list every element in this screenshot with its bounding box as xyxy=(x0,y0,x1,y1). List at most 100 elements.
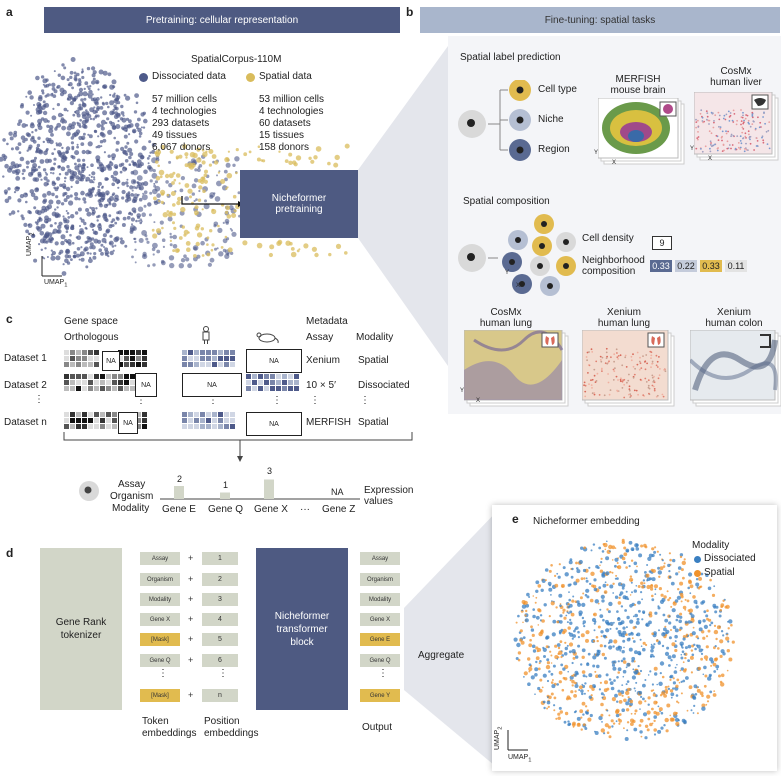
dissociated-point xyxy=(657,641,661,645)
dissociated-point xyxy=(614,595,619,599)
dissociated-point xyxy=(62,194,65,197)
dissociated-point xyxy=(128,163,132,166)
dissociated-point xyxy=(104,252,109,257)
matrix-cell-orthologous xyxy=(142,412,147,417)
dissociated-point xyxy=(120,162,125,166)
spatial-point xyxy=(519,638,523,642)
liver-cell-point xyxy=(732,134,735,137)
dissociated-point xyxy=(570,575,574,579)
spatial-point xyxy=(579,596,583,600)
matrix-cell-orthologous xyxy=(112,386,117,391)
dissociated-point xyxy=(110,174,114,179)
liver-cell-point xyxy=(717,111,720,114)
dissociated-point xyxy=(647,674,650,676)
dissociated-point xyxy=(25,160,30,165)
dissociated-point xyxy=(129,152,134,156)
dissociated-point xyxy=(30,172,34,176)
dissociated-point xyxy=(635,585,638,587)
dissociated-point xyxy=(69,75,73,80)
liver-cell-point xyxy=(709,150,712,153)
dissociated-point xyxy=(51,231,55,235)
dissociated-point xyxy=(594,620,597,623)
dissociated-point xyxy=(680,656,684,660)
matrix-cell-orthologous xyxy=(94,350,99,355)
dissociated-stat-tech: 4 technologies xyxy=(152,106,217,117)
spatial-point xyxy=(651,707,654,711)
liver-cell-point xyxy=(745,142,747,145)
dissociated-point xyxy=(45,137,50,142)
spatial-point xyxy=(313,155,318,160)
liver-cell-point xyxy=(768,147,771,150)
matrix-cell-human xyxy=(182,362,187,367)
spatial-point xyxy=(705,635,709,638)
dissociated-point xyxy=(601,696,604,699)
spatial-point xyxy=(646,710,651,715)
dissociated-point xyxy=(698,621,702,625)
matrix-cell-orthologous xyxy=(76,412,81,417)
dissociated-point xyxy=(701,706,706,711)
spatial-point xyxy=(584,705,588,708)
spatial-point xyxy=(638,724,642,727)
dissociated-point xyxy=(635,547,640,551)
dissociated-point xyxy=(617,689,621,693)
lung-cell-point xyxy=(656,360,659,363)
spatial-point xyxy=(224,235,228,239)
token-emb-line2: embeddings xyxy=(142,728,197,739)
lung-cell-point xyxy=(639,362,642,365)
liver-cell-point xyxy=(743,148,746,150)
matrix-cell-orthologous xyxy=(100,424,105,429)
dissociated-point xyxy=(96,123,101,128)
dissociated-point xyxy=(585,577,588,580)
dissociated-point xyxy=(695,644,699,647)
liver-cell-point xyxy=(754,127,757,130)
lung-cell-point xyxy=(607,373,609,375)
dissociated-point xyxy=(651,683,654,686)
spatial-point xyxy=(686,709,689,712)
dissociated-point xyxy=(3,189,8,194)
dissociated-point xyxy=(81,169,85,174)
dissociated-point xyxy=(637,665,640,668)
dissociated-point xyxy=(616,676,619,679)
liver-cell-point xyxy=(717,139,720,141)
spatial-point xyxy=(606,608,609,611)
dissociated-point xyxy=(2,175,5,178)
lung-cell-point xyxy=(605,357,608,359)
dissociated-point xyxy=(97,144,101,149)
dissociated-point xyxy=(64,180,66,183)
matrix-cell-mouse xyxy=(288,380,293,385)
dissociated-point xyxy=(61,183,67,189)
spatial-point xyxy=(668,596,672,600)
dissociated-point xyxy=(53,148,56,151)
dissociated-point xyxy=(661,559,664,562)
dissociated-point xyxy=(572,595,575,598)
lung-cell-point xyxy=(635,389,638,392)
lung-cell-point xyxy=(601,370,603,372)
spatial-point xyxy=(623,698,627,703)
dissociated-point xyxy=(216,174,218,177)
liver-cell-point xyxy=(753,149,755,151)
lung-cell-point xyxy=(619,380,622,383)
matrix-cell-orthologous xyxy=(64,386,69,391)
dissociated-point xyxy=(124,244,128,248)
matrix-cell-orthologous xyxy=(88,350,93,355)
spatial-point xyxy=(161,226,164,230)
xenium-lung-title: Xenium human lung xyxy=(584,307,664,329)
dissociated-point xyxy=(572,634,576,638)
lung-cell-point xyxy=(591,387,593,389)
matrix-dots-assay: ⋮ xyxy=(310,395,320,406)
dissociated-point xyxy=(71,224,75,228)
matrix-cell-human xyxy=(182,418,187,423)
dissociated-point xyxy=(148,213,152,217)
dissociated-point xyxy=(619,622,623,625)
spatial-point xyxy=(707,629,711,633)
dissociated-point xyxy=(653,643,656,646)
panel-b-letter: b xyxy=(406,5,414,19)
dissociated-point xyxy=(88,134,93,139)
token-mask-1: [Mask] xyxy=(140,633,180,646)
dissociated-point xyxy=(138,135,142,138)
dissociated-point xyxy=(79,119,82,122)
dissociated-point xyxy=(102,84,106,89)
panel-c-letter: c xyxy=(6,312,13,326)
dissociated-point xyxy=(108,202,112,206)
spatial-point xyxy=(696,688,701,693)
